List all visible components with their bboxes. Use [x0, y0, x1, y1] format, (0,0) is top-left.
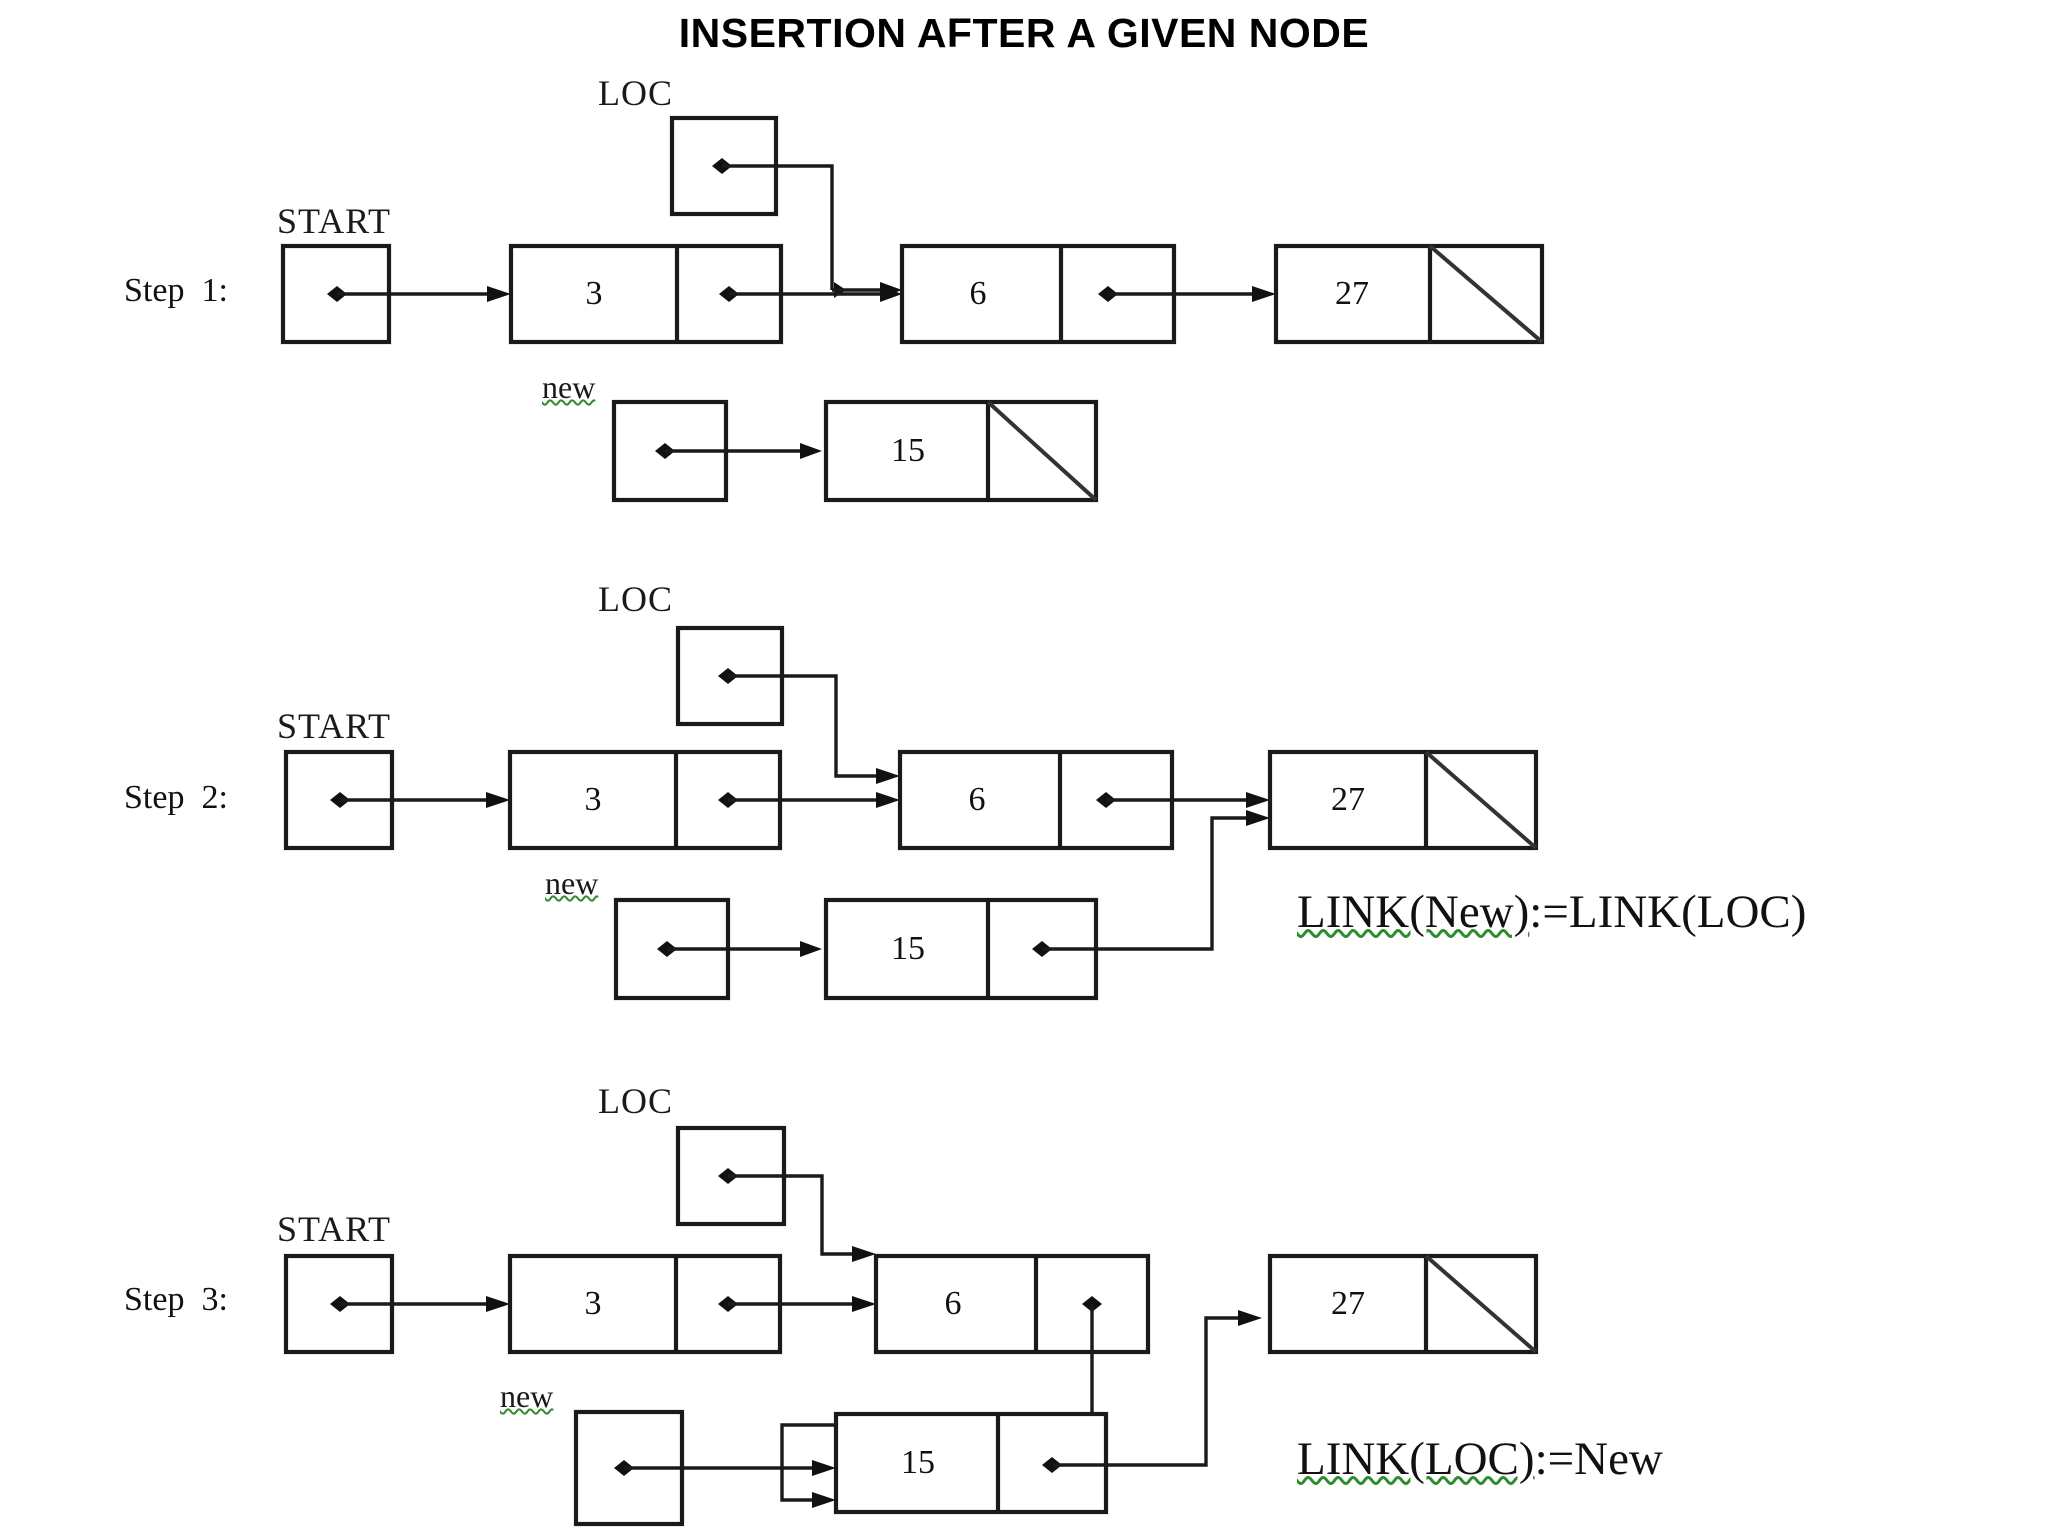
step-2-new-label: new: [545, 865, 599, 901]
step-1-node-2-null-slash-icon: [1428, 244, 1544, 344]
step-2-new-arrow-icon: [800, 941, 822, 957]
step-2-new-link-arrow-icon: [1246, 810, 1270, 826]
step-3-node-1-link-arrow-icon: [812, 1492, 836, 1508]
step-3-node-2-value: 27: [1331, 1285, 1365, 1322]
step-1-node-1-arrow-icon: [1252, 286, 1276, 302]
step-1-node-0-arrow-icon: [880, 286, 902, 302]
step-1-node-1-value: 6: [970, 275, 987, 312]
step-2-equation-underlined: LINK(New): [1297, 886, 1530, 938]
step-1-node-2-value: 27: [1335, 275, 1369, 312]
step-1-node-2: [1273, 243, 1545, 345]
step-2-node-0-value: 3: [585, 781, 602, 818]
step-3-new-arrow-icon: [812, 1460, 836, 1476]
step-2-node-1-value: 6: [969, 781, 986, 818]
step-3-new-node: [833, 1411, 1109, 1515]
step-3-label: Step 3:: [124, 1281, 228, 1318]
step-2-start-label: START: [277, 706, 391, 746]
step-3-node-1: [873, 1253, 1151, 1355]
step-3-new-node-value: 15: [901, 1444, 935, 1481]
step-1-loc-label: LOC: [598, 73, 673, 113]
step-2-loc-arrow-icon: [876, 768, 900, 784]
step-1-new-node-null-slash-icon: [986, 400, 1098, 502]
step-2-label: Step 2:: [124, 779, 228, 816]
step-1-new-label: new: [542, 369, 596, 405]
step-3-equation: LINK(LOC):=New: [1297, 1432, 1663, 1486]
step-1-label: Step 1:: [124, 272, 228, 309]
step-2-start-arrow-icon: [486, 792, 510, 808]
step-1-new-node-value: 15: [891, 432, 925, 469]
step-2-equation-rest: :=LINK(LOC): [1529, 886, 1807, 938]
step-1-node-0-value: 3: [586, 275, 603, 312]
step-3-node-1-value: 6: [945, 1285, 962, 1322]
step-2-node-0-arrow-icon: [876, 792, 900, 808]
step-3-new-link-arrow-icon: [1238, 1310, 1262, 1326]
step-3-equation-underlined: LINK(LOC): [1297, 1433, 1535, 1485]
step-3-loc-arrow-icon: [852, 1246, 876, 1262]
step-2-new-node-value: 15: [891, 930, 925, 967]
step-1-start-label: START: [277, 201, 391, 241]
step-3-new-label: new: [500, 1378, 554, 1414]
step-3-node-0-arrow-icon: [852, 1296, 876, 1312]
step-1-new-node: [823, 399, 1099, 503]
step-2-node-2-null-slash-icon: [1424, 750, 1538, 850]
step-1-new-arrow-icon: [800, 443, 822, 459]
step-1-start-arrow-icon: [487, 286, 511, 302]
step-2-node-2-value: 27: [1331, 781, 1365, 818]
step-2-loc-label: LOC: [598, 579, 673, 619]
step-3-node-2-null-slash-icon: [1424, 1254, 1538, 1354]
step-3-equation-rest: :=New: [1534, 1433, 1663, 1485]
step-2-node-2: [1267, 749, 1539, 851]
step-3-node-2: [1267, 1253, 1539, 1355]
step-2-equation: LINK(New):=LINK(LOC): [1297, 885, 1806, 939]
step-3-loc-label: LOC: [598, 1081, 673, 1121]
step-3-start-label: START: [277, 1209, 391, 1249]
step-3-node-0-value: 3: [585, 1285, 602, 1322]
step-3-start-arrow-icon: [486, 1296, 510, 1312]
page-title: INSERTION AFTER A GIVEN NODE: [678, 10, 1370, 56]
step-2-node-1-arrow-icon: [1246, 792, 1270, 808]
